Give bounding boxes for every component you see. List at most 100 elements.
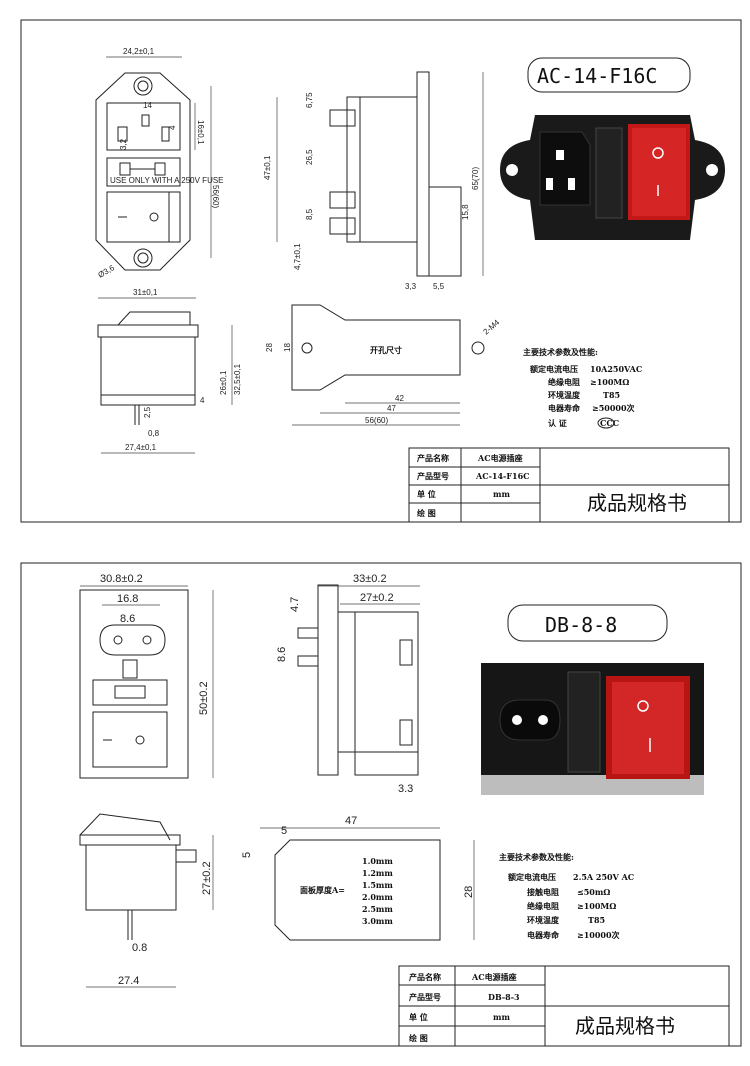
cutout-label: 开孔尺寸 <box>370 345 402 355</box>
sheet-1-frame <box>20 19 742 523</box>
svg-text:27,4±0,1: 27,4±0,1 <box>125 443 157 452</box>
svg-text:2,5: 2,5 <box>143 406 152 418</box>
dim-pin-offset: 4 <box>168 125 177 130</box>
svg-text:T85: T85 <box>588 915 605 925</box>
svg-text:AC电源插座: AC电源插座 <box>477 453 523 463</box>
fuse-text: USE ONLY WITH A 250V FUSE <box>110 176 224 185</box>
svg-text:5,5: 5,5 <box>433 282 445 291</box>
svg-text:27±0.2: 27±0.2 <box>201 861 213 895</box>
svg-text:27±0.2: 27±0.2 <box>360 592 394 604</box>
svg-text:27.4: 27.4 <box>118 975 139 987</box>
svg-text:2.5mm: 2.5mm <box>362 904 393 914</box>
svg-text:0.8: 0.8 <box>132 942 147 954</box>
svg-text:产品型号: 产品型号 <box>409 992 441 1002</box>
svg-text:≤50mΩ: ≤50mΩ <box>577 887 610 897</box>
svg-text:主要技术参数及性能:: 主要技术参数及性能: <box>499 852 574 862</box>
svg-text:环境温度: 环境温度 <box>548 390 581 400</box>
svg-text:5: 5 <box>241 852 253 858</box>
svg-text:4,7±0,1: 4,7±0,1 <box>293 243 302 270</box>
svg-text:32,5±0,1: 32,5±0,1 <box>233 363 242 395</box>
svg-text:4.7: 4.7 <box>289 597 301 612</box>
svg-text:33±0.2: 33±0.2 <box>353 573 387 585</box>
model-badge-2 <box>507 604 668 642</box>
svg-text:绝缘电阻: 绝缘电阻 <box>548 377 580 387</box>
svg-text:绘 图: 绘 图 <box>417 508 436 518</box>
svg-text:≥100MΩ: ≥100MΩ <box>577 901 616 911</box>
svg-text:绘 图: 绘 图 <box>409 1033 428 1043</box>
svg-text:28: 28 <box>265 343 274 352</box>
svg-text:2.0mm: 2.0mm <box>362 892 393 902</box>
svg-text:单 位: 单 位 <box>409 1012 428 1022</box>
svg-text:1.0mm: 1.0mm <box>362 856 393 866</box>
svg-text:环境温度: 环境温度 <box>527 915 560 925</box>
svg-text:DB-8-3: DB-8-3 <box>488 992 520 1002</box>
svg-text:47±0,1: 47±0,1 <box>263 155 272 180</box>
side-view-2: 33±0.2 27±0.2 4.7 8.6 3.3 <box>276 573 420 795</box>
svg-text:电器寿命: 电器寿命 <box>548 403 581 413</box>
svg-text:额定电流电压: 额定电流电压 <box>530 364 578 374</box>
svg-text:≥10000次: ≥10000次 <box>577 930 620 940</box>
svg-text:电器寿命: 电器寿命 <box>527 930 560 940</box>
svg-text:1.2mm: 1.2mm <box>362 868 393 878</box>
cutout-view-2: 47 5 5 面板厚度A= 1.0mm 1.2mm 1.5mm 2.0mm 2.… <box>241 815 475 941</box>
product-photo-2 <box>481 663 704 795</box>
svg-text:2.5A 250V AC: 2.5A 250V AC <box>573 872 634 882</box>
product-photo-1 <box>500 115 725 240</box>
svg-text:≥100MΩ: ≥100MΩ <box>590 377 629 387</box>
bottom-view-2: 0.8 27±0.2 27.4 <box>79 813 214 988</box>
svg-text:8.6: 8.6 <box>120 613 135 625</box>
svg-text:47: 47 <box>345 815 357 827</box>
cutout-view-1: 开孔尺寸 28 18 2-M4 42 47 56(60) <box>265 304 502 426</box>
specs-1: 主要技术参数及性能: 额定电流电压 10A250VAC 绝缘电阻 ≥100MΩ 环境… <box>523 347 642 429</box>
svg-text:3.0mm: 3.0mm <box>362 916 393 926</box>
svg-text:0,8: 0,8 <box>148 429 160 438</box>
title-block-2: 产品名称 AC电源插座 产品型号 DB-8-3 单 位 mm 绘 图 成品规格书 <box>398 965 730 1047</box>
svg-text:产品名称: 产品名称 <box>417 453 449 463</box>
svg-text:30.8±0.2: 30.8±0.2 <box>100 573 143 585</box>
svg-text:2-M4: 2-M4 <box>482 318 502 337</box>
svg-text:15,8: 15,8 <box>461 204 470 220</box>
svg-text:3.3: 3.3 <box>398 783 413 795</box>
svg-text:单 位: 单 位 <box>417 489 436 499</box>
bottom-view-1: 31±0,1 26±0,1 32,5±0,1 4 2,5 0,8 27,4±0,… <box>97 288 242 454</box>
svg-text:DB-8-8: DB-8-8 <box>545 613 617 637</box>
svg-text:18: 18 <box>283 343 292 352</box>
svg-text:10A250VAC: 10A250VAC <box>590 364 642 374</box>
dim-pin-width: 3,2 <box>119 138 128 150</box>
svg-text:16±0,1: 16±0,1 <box>196 120 205 145</box>
svg-text:绝缘电阻: 绝缘电阻 <box>527 901 559 911</box>
side-view-1: 47±0,1 6,75 26,5 8,5 4,7±0,1 65(70) 15,8… <box>263 71 484 291</box>
svg-text:8.6: 8.6 <box>276 647 288 662</box>
svg-text:42: 42 <box>395 394 404 403</box>
front-view-2: 30.8±0.2 16.8 8.6 50±0.2 <box>79 573 214 779</box>
svg-text:65(70): 65(70) <box>471 167 480 190</box>
doc-title: 成品规格书 <box>587 491 687 515</box>
svg-text:31±0,1: 31±0,1 <box>133 288 158 297</box>
svg-text:1.5mm: 1.5mm <box>362 880 393 890</box>
svg-text:14: 14 <box>143 101 152 110</box>
svg-text:AC-14-F16C: AC-14-F16C <box>475 471 530 481</box>
svg-text:50±0.2: 50±0.2 <box>198 681 210 715</box>
front-view-1: 24,2±0,1 14 4 3,2 USE ONLY WITH A 250V F… <box>95 47 224 280</box>
svg-text:主要技术参数及性能:: 主要技术参数及性能: <box>523 347 598 357</box>
svg-text:成品规格书: 成品规格书 <box>575 1014 675 1038</box>
svg-text:mm: mm <box>493 489 510 499</box>
svg-text:Ø3,6: Ø3,6 <box>97 263 117 280</box>
title-block-1: 产品名称 AC电源插座 产品型号 AC-14-F16C 单 位 mm 绘 图 成… <box>408 447 730 523</box>
sheet-1: 24,2±0,1 14 4 3,2 USE ONLY WITH A 250V F… <box>20 19 742 523</box>
svg-text:T85: T85 <box>603 390 620 400</box>
svg-text:5: 5 <box>281 825 287 837</box>
ccc-mark: CCC <box>600 418 619 428</box>
svg-text:mm: mm <box>493 1012 510 1022</box>
svg-text:AC电源插座: AC电源插座 <box>471 972 517 982</box>
svg-text:56(60): 56(60) <box>365 416 388 425</box>
svg-text:26±0,1: 26±0,1 <box>219 370 228 395</box>
svg-text:认 证: 认 证 <box>548 418 567 428</box>
svg-text:面板厚度A=: 面板厚度A= <box>300 885 345 895</box>
svg-text:额定电流电压: 额定电流电压 <box>508 872 556 882</box>
svg-text:产品名称: 产品名称 <box>409 972 441 982</box>
svg-text:47: 47 <box>387 404 396 413</box>
svg-text:接触电阻: 接触电阻 <box>527 887 559 897</box>
svg-text:16.8: 16.8 <box>117 593 138 605</box>
